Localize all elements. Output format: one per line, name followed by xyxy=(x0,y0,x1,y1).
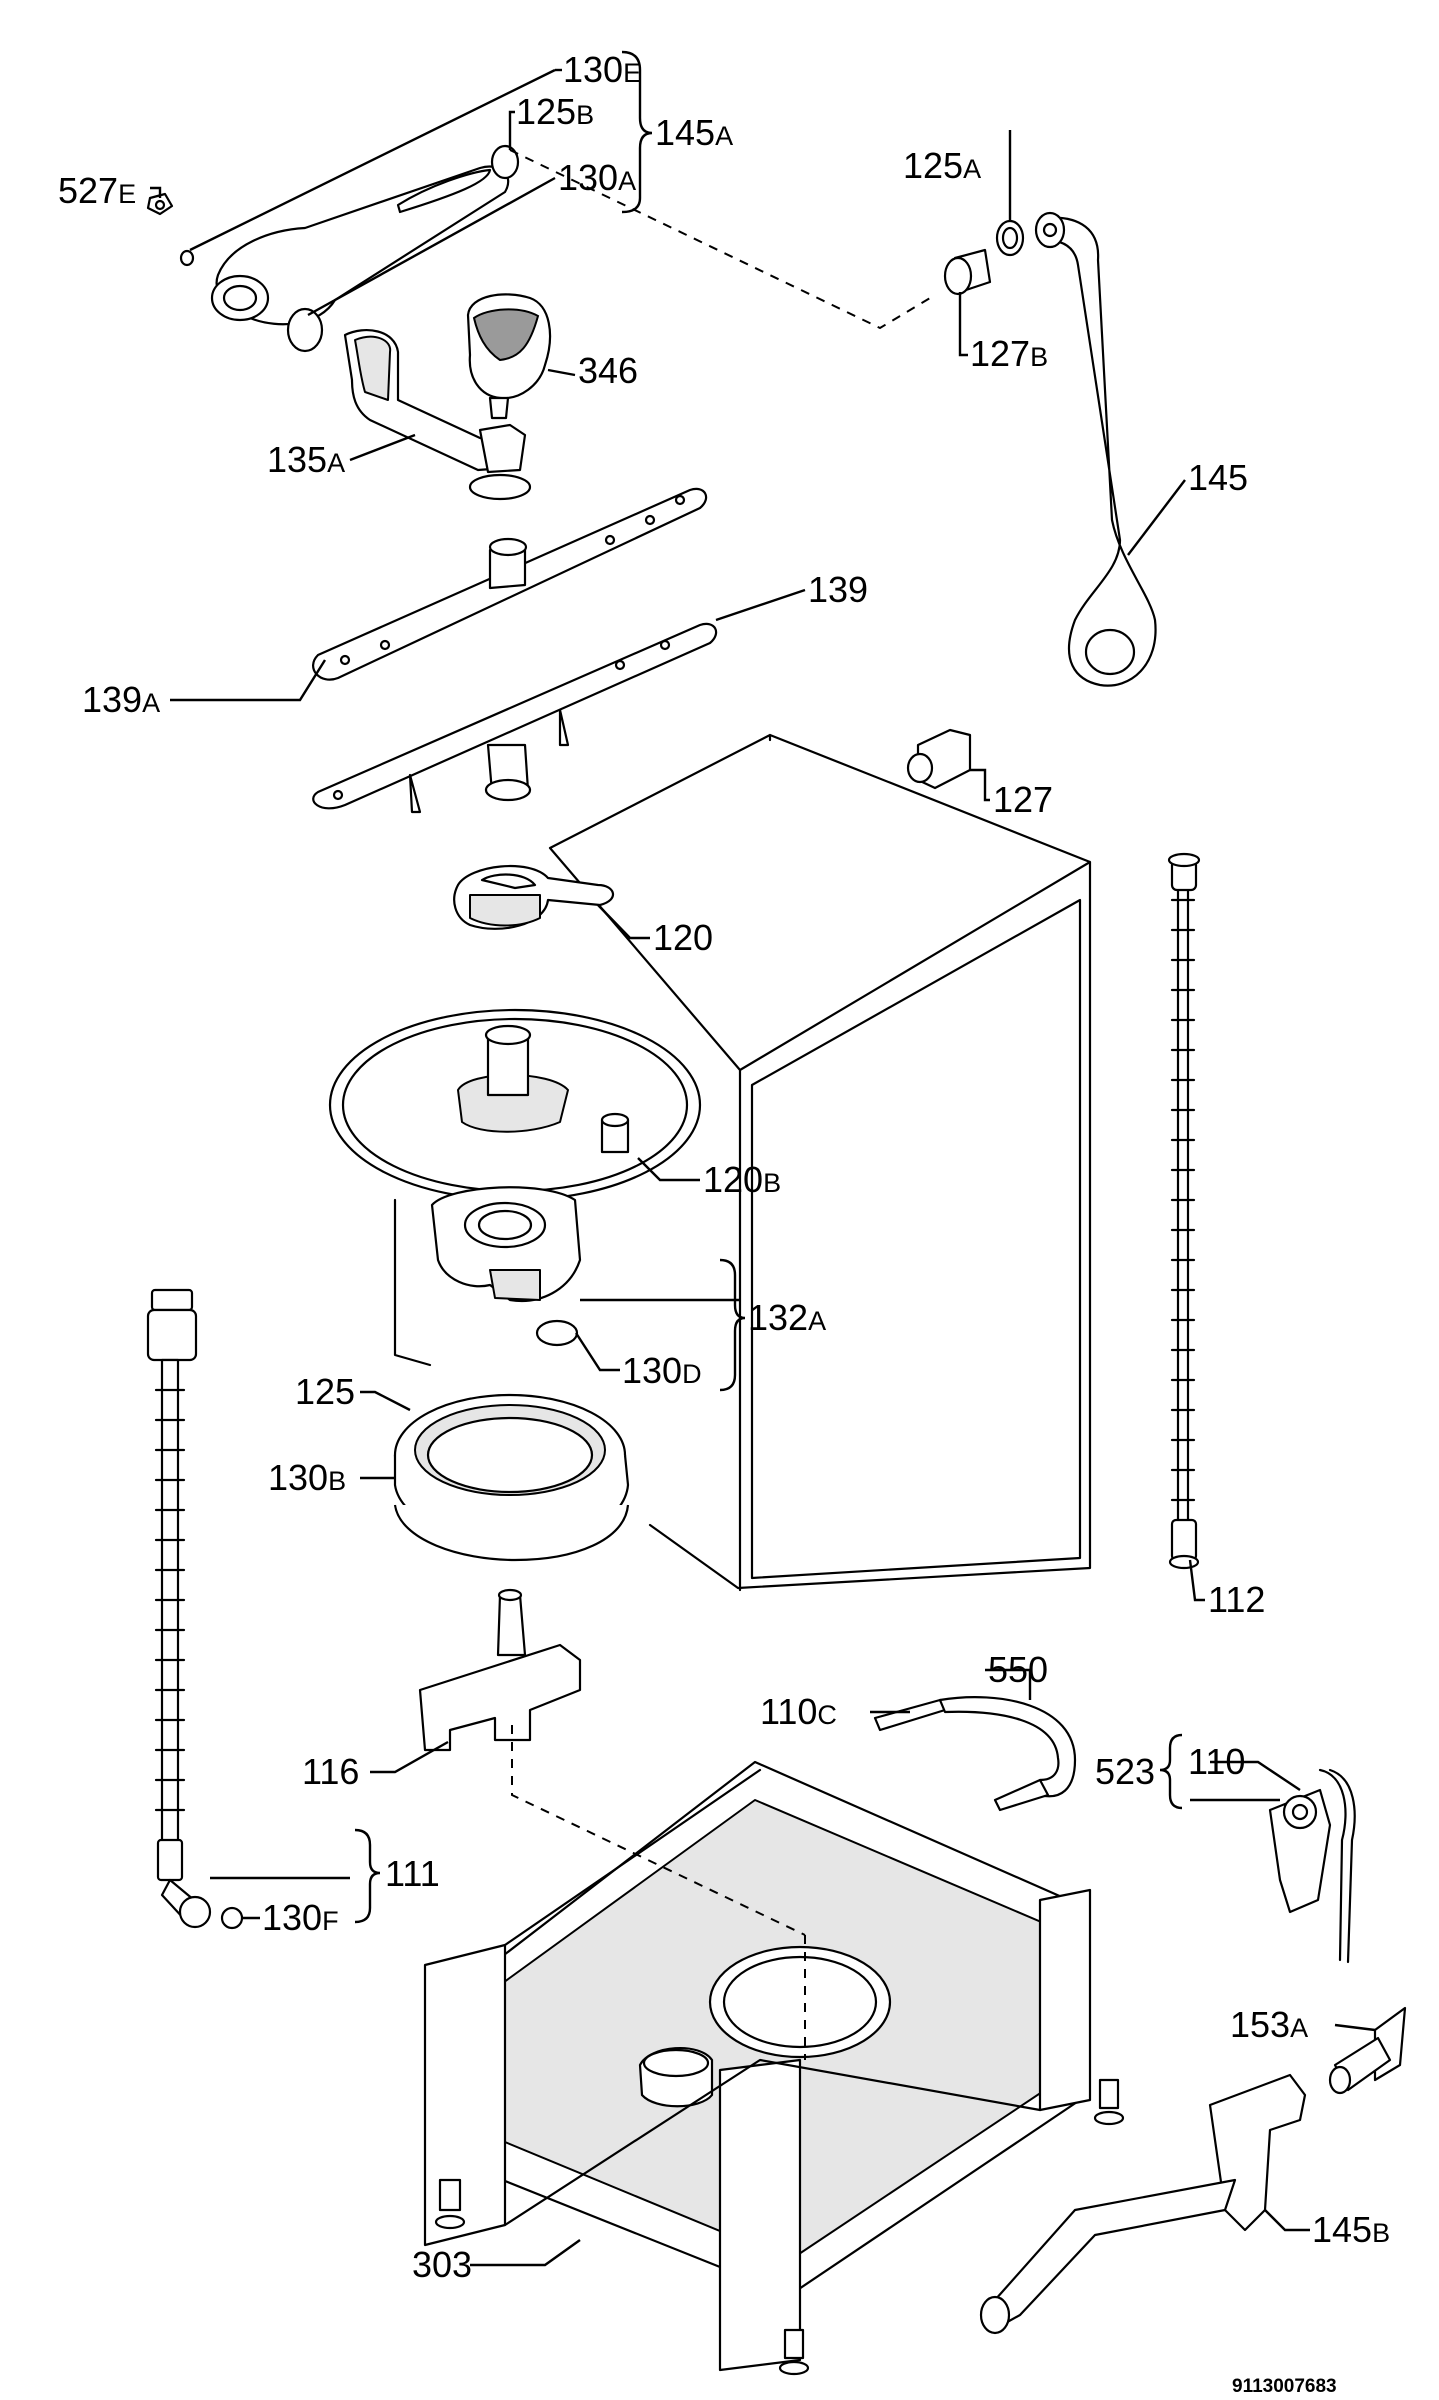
lower-arm-pipe xyxy=(979,2073,1307,2335)
label-120B: 120B xyxy=(703,1159,781,1200)
sump-ring xyxy=(393,1393,630,1562)
label-130A: 130A xyxy=(558,157,636,198)
label-139A: 139A xyxy=(82,679,160,720)
label-527E: 527E xyxy=(58,170,136,211)
micro-filter-plate xyxy=(328,1008,702,1202)
label-130F: 130F xyxy=(262,1897,339,1938)
label-139: 139 xyxy=(808,569,868,610)
coarse-filter xyxy=(453,865,614,930)
sump-housing xyxy=(430,1186,582,1347)
leader-lines xyxy=(150,68,1376,2267)
air-break-valve xyxy=(418,1588,582,1752)
label-116: 116 xyxy=(302,1751,359,1792)
label-145B: 145B xyxy=(1312,2209,1390,2250)
drain-hose-small xyxy=(873,1696,1077,1812)
inlet-hose-left xyxy=(146,1288,244,1930)
label-130D: 130D xyxy=(622,1350,702,1391)
spray-arm-pipe xyxy=(1034,211,1157,687)
pressure-switch xyxy=(1268,1768,1356,1964)
label-110: 110 xyxy=(1188,1741,1245,1782)
grouping-braces xyxy=(354,50,1183,1924)
label-125A: 125A xyxy=(903,145,981,186)
label-523: 523 xyxy=(1095,1751,1155,1792)
spray-nozzle xyxy=(466,293,552,420)
label-153A: 153A xyxy=(1230,2004,1308,2045)
nozzle-fitting xyxy=(906,728,972,790)
label-130E: 130E xyxy=(563,49,641,90)
label-125B: 125B xyxy=(516,91,594,132)
label-127: 127 xyxy=(993,779,1053,820)
cabinet-outline xyxy=(393,733,1092,1592)
label-130B: 130B xyxy=(268,1457,346,1498)
label-111: 111 xyxy=(385,1853,440,1894)
label-145: 145 xyxy=(1188,457,1248,498)
label-120: 120 xyxy=(653,917,713,958)
label-112: 112 xyxy=(1208,1579,1265,1620)
drain-elbow xyxy=(1328,2006,1407,2095)
label-135A: 135A xyxy=(267,439,345,480)
pipe-elbow xyxy=(343,328,532,501)
label-303: 303 xyxy=(412,2244,472,2285)
upper-spray-arm-assembly xyxy=(146,144,520,353)
label-145A: 145A xyxy=(655,112,733,153)
pipe-fittings xyxy=(943,219,1025,296)
drawing-number: 9113007683 xyxy=(1232,2376,1337,2397)
inlet-hose-right xyxy=(1167,852,1201,1570)
label-125: 125 xyxy=(295,1371,355,1412)
label-132A: 132A xyxy=(748,1297,826,1338)
label-346: 346 xyxy=(578,350,638,391)
label-550: 550 xyxy=(988,1649,1048,1690)
base-frame xyxy=(423,1760,1125,2376)
label-110C: 110C xyxy=(760,1691,837,1732)
label-127B: 127B xyxy=(970,333,1048,374)
part-labels: 130E 125B 145A 130A 527E 125A 127B 346 1… xyxy=(58,49,1390,2285)
upper-spray-bar xyxy=(312,487,708,681)
lower-spray-bar xyxy=(312,622,718,814)
